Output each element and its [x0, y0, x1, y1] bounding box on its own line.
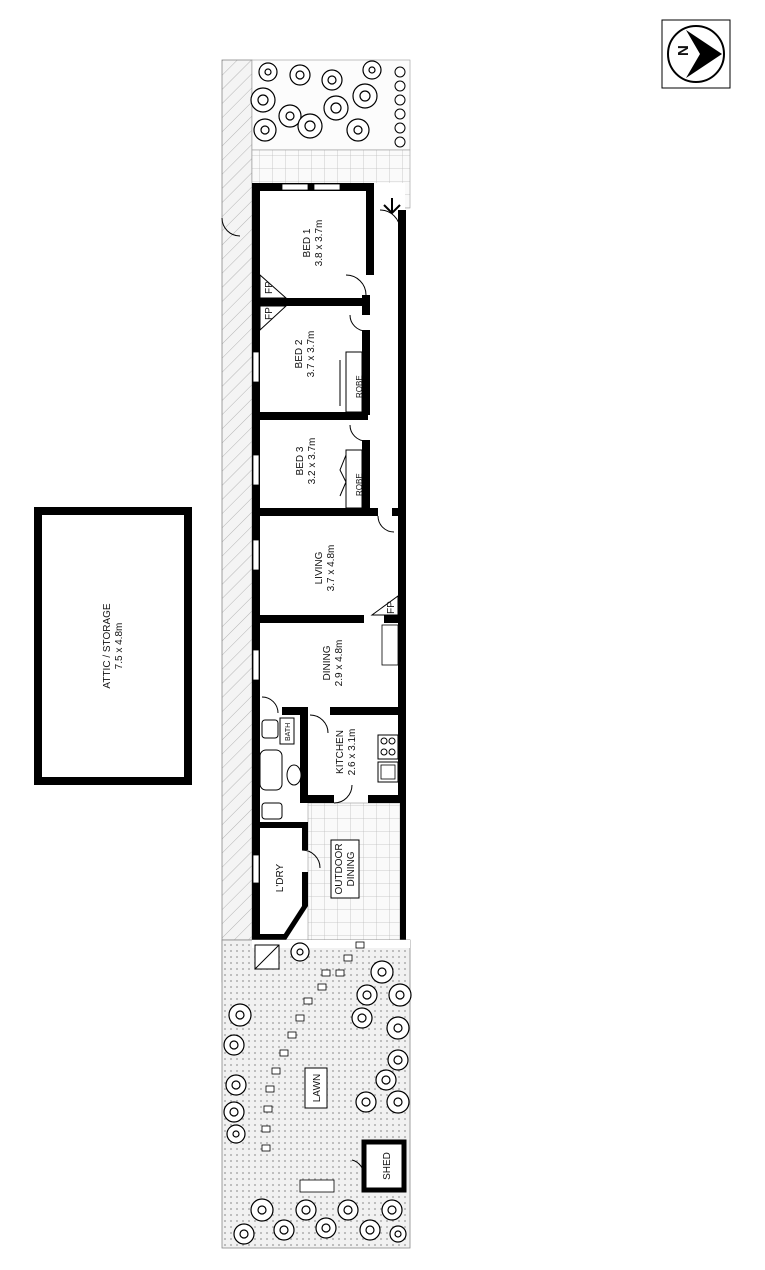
compass-circle — [667, 25, 725, 83]
outdoor-dining-line1: OUTDOOR — [334, 843, 345, 894]
front-garden — [250, 59, 411, 209]
room-labels: BED 1 3.8 x 3.7m BED 2 3.7 x 3.7m BED 3 … — [275, 220, 360, 899]
bath-label: BATH — [285, 723, 292, 741]
kitchen-fixtures — [377, 624, 399, 783]
basin-icon — [261, 719, 279, 739]
room-size-bed2: 3.7 x 3.7m — [306, 331, 317, 378]
room-size-bed3: 3.2 x 3.7m — [307, 438, 318, 485]
room-name-laundry: L'DRY — [275, 863, 286, 892]
shed-label: SHED — [382, 1152, 393, 1180]
shrub-icon — [223, 942, 412, 1245]
entry-arrow-icon — [383, 198, 401, 215]
shed: SHED — [351, 1139, 407, 1193]
attic-name: ATTIC / STORAGE — [102, 603, 113, 689]
bathtub-icon — [259, 749, 283, 791]
toilet-icon — [286, 764, 302, 786]
room-size-kitchen: 2.6 x 3.1m — [347, 729, 358, 776]
room-name-kitchen: KITCHEN — [335, 730, 346, 774]
robe-bed2: ROBE — [339, 351, 364, 413]
fireplace-bed2: FP — [259, 305, 288, 332]
stepping-stones — [261, 941, 365, 1152]
room-name-dining: DINING — [322, 645, 333, 680]
house-floor — [255, 183, 405, 803]
room-size-living: 3.7 x 4.8m — [326, 545, 337, 592]
room-size-dining: 2.9 x 4.8m — [334, 640, 345, 687]
room-name-bed3: BED 3 — [295, 446, 306, 475]
lawn-label: LAWN — [312, 1074, 323, 1103]
fp-label-bed1: FP — [264, 281, 275, 294]
room-name-living: LIVING — [314, 551, 325, 584]
rear-gate — [299, 1179, 335, 1193]
attic-outline — [34, 507, 192, 785]
shrub-icon — [250, 60, 382, 142]
doors — [221, 209, 401, 869]
fireplace-living: FP — [370, 595, 399, 616]
hedge-icon — [394, 66, 406, 148]
windows — [252, 183, 341, 884]
room-size-bed1: 3.8 x 3.7m — [314, 220, 325, 267]
fireplace-bed1: FP — [259, 273, 288, 299]
fridge-icon — [381, 624, 399, 666]
north-arrow-icon — [686, 30, 722, 78]
rain-tank-icon — [254, 944, 280, 970]
fp-label-bed2: FP — [264, 307, 275, 320]
compass-letter: N — [675, 45, 692, 56]
bathroom: BATH — [259, 717, 302, 820]
robe-label-bed3: ROBE — [355, 473, 364, 496]
attic-size: 7.5 x 4.8m — [114, 623, 125, 670]
room-name-bed2: BED 2 — [294, 339, 305, 368]
toilet-icon — [261, 802, 283, 820]
room-name-bed1: BED 1 — [302, 228, 313, 257]
robe-bed3: ROBE — [339, 449, 364, 509]
bath-tag — [279, 717, 295, 745]
cooktop-icon — [377, 734, 399, 760]
outdoor-dining-line2: DINING — [346, 851, 357, 886]
sink-icon — [377, 761, 399, 783]
rear-yard: LAWN SHED — [221, 939, 412, 1249]
lawn-sign — [304, 1067, 328, 1109]
fp-label-living: FP — [386, 601, 397, 614]
side-walkway — [221, 59, 253, 941]
robe-label-bed2: ROBE — [355, 375, 364, 398]
outdoor-dining-sign — [330, 839, 360, 899]
compass: N — [661, 19, 731, 89]
attic-storage: ATTIC / STORAGE 7.5 x 4.8m — [34, 507, 192, 785]
